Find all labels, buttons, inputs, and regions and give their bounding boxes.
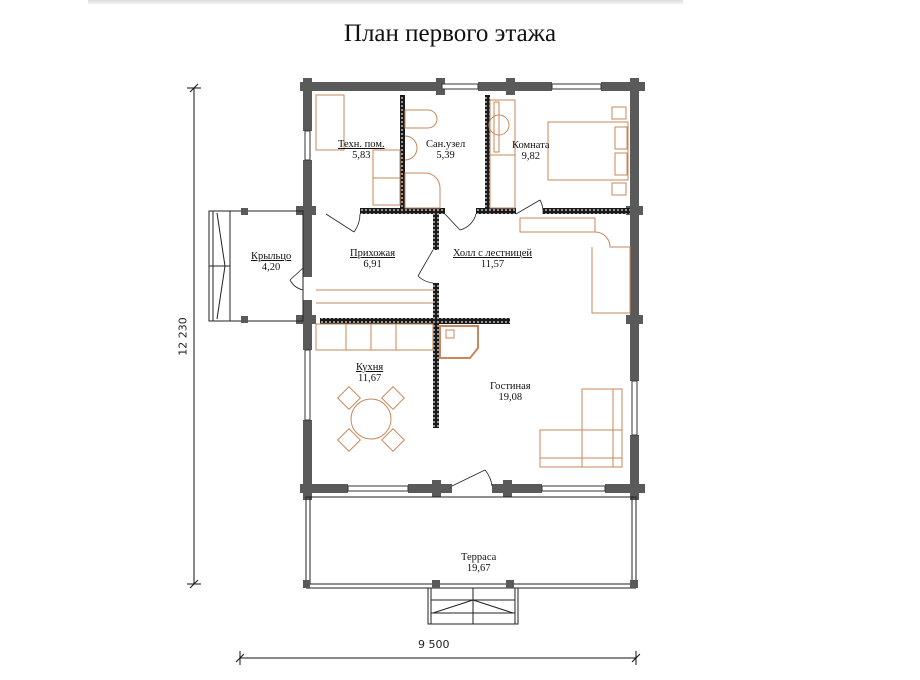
room-label-living: Гостиная 19,08 — [490, 381, 531, 403]
room-name: Комната — [512, 140, 550, 151]
room-label-terrace: Терраса 19,67 — [461, 552, 496, 574]
room-area: 19,67 — [466, 563, 491, 574]
furniture — [315, 94, 631, 468]
room-area: 9,82 — [521, 151, 540, 162]
room-label-hallway: Прихожая 6,91 — [350, 248, 395, 270]
room-name: Сан.узел — [426, 139, 466, 150]
room-name: Техн. пом. — [338, 139, 385, 150]
room-area: 6,91 — [363, 259, 382, 270]
room-name: Гостиная — [490, 381, 531, 392]
room-area: 19,08 — [498, 392, 523, 403]
porch — [208, 210, 304, 322]
room-area: 11,67 — [357, 373, 382, 384]
room-area: 4,20 — [261, 262, 281, 273]
room-label-stair-hall: Холл с лестницей 11,57 — [453, 248, 532, 270]
room-name: Терраса — [461, 552, 497, 563]
top-bar — [88, 0, 683, 4]
page-title: План первого этажа — [343, 20, 557, 47]
room-label-kitchen: Кухня 11,67 — [356, 362, 383, 384]
room-name: Кухня — [356, 362, 384, 373]
room-label-tech: Техн. пом. 5,83 — [338, 139, 385, 161]
exterior-walls — [296, 78, 645, 500]
windows — [304, 83, 638, 492]
terrace — [305, 496, 637, 625]
doors — [289, 199, 544, 487]
height-dimension-line — [187, 83, 201, 589]
room-name: Крыльцо — [251, 251, 292, 262]
room-area: 11,57 — [480, 259, 505, 270]
width-dimension-line — [235, 651, 641, 665]
width-dimension-label: 9 500 — [418, 638, 450, 651]
room-label-bathroom: Сан.узел 5,39 — [426, 139, 465, 161]
height-dimension-label: 12 230 — [176, 317, 190, 356]
room-area: 5,83 — [352, 150, 371, 161]
interior-partitions — [320, 95, 630, 428]
room-label-porch: Крыльцо 4,20 — [251, 251, 291, 273]
room-name: Прихожая — [350, 248, 396, 259]
room-label-bedroom: Комната 9,82 — [512, 140, 550, 162]
room-area: 5,39 — [436, 150, 455, 161]
room-name: Холл с лестницей — [453, 248, 532, 259]
